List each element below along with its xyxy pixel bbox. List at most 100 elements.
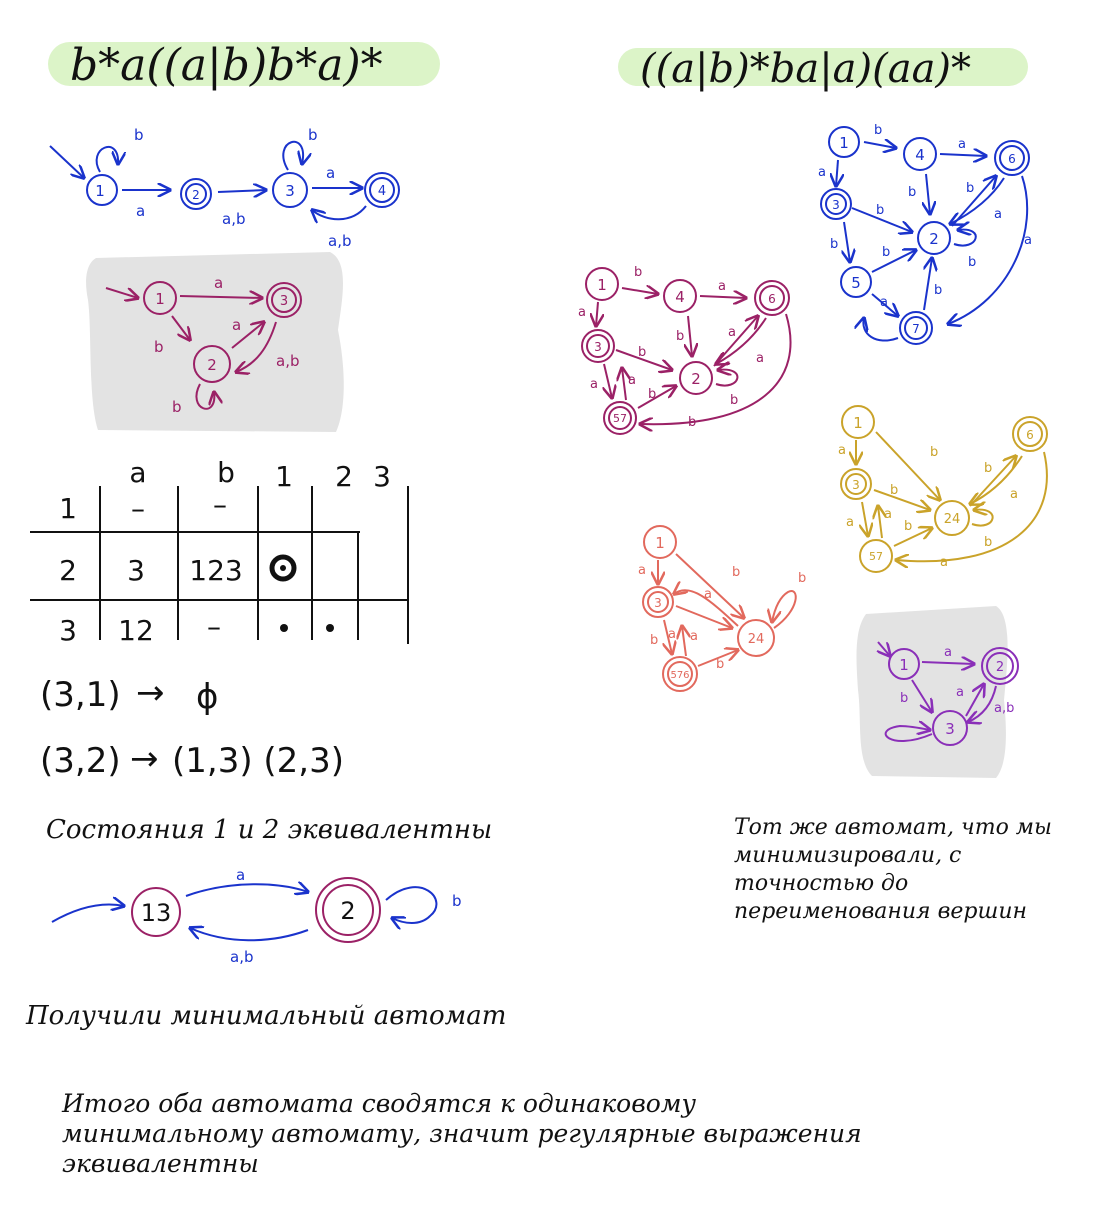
table-row-2-b: 123	[189, 554, 242, 587]
violet-edge-label: b	[900, 691, 908, 706]
table-row-3-state: 3	[59, 614, 77, 647]
left-nfa-label-2: 2	[192, 188, 200, 202]
violet-state-2-accept	[986, 652, 1014, 680]
violet-edge-label: a,b	[994, 701, 1014, 716]
gold-state-6-accept	[1017, 421, 1043, 447]
coral-edge-label: b	[650, 633, 658, 648]
pair-2: (3,2)	[40, 741, 121, 781]
blue-state-5	[840, 266, 872, 298]
min-dfa-loop-2	[385, 886, 438, 923]
blue-label-7: 7	[912, 322, 920, 336]
violet-state-3	[932, 710, 968, 746]
gold-edge-3-57	[862, 501, 868, 536]
left-nfa-edge-label-ab2: a,b	[328, 232, 351, 250]
blue-edge-label: b	[830, 237, 838, 252]
violet-state-2	[981, 647, 1019, 685]
left-nfa	[49, 140, 400, 219]
violet-edge-2-3	[968, 685, 997, 722]
blue-edge-7-5	[863, 318, 899, 342]
plum-state-2	[679, 361, 713, 395]
gold-label-1: 1	[853, 414, 863, 432]
min-dfa-start-arrow	[51, 905, 124, 923]
left-nfa-edge-label-a2: a	[326, 164, 335, 182]
gold-state-1	[841, 405, 875, 439]
coral-edge-576-24	[697, 650, 738, 667]
same-note-line: точностью до	[734, 871, 908, 896]
regex-left-highlight	[48, 42, 440, 86]
left-dfa-state-1	[143, 281, 177, 315]
plum-edge-label: a	[578, 305, 586, 320]
violet-edge-label: a	[944, 645, 952, 660]
gold-edge-label: b	[984, 461, 992, 476]
plum-edge-57-2	[637, 386, 676, 409]
equivalence-table	[30, 486, 409, 644]
blue-label-3: 3	[832, 198, 840, 212]
gold-state-6	[1012, 416, 1048, 452]
blue-edge-label: a	[994, 207, 1002, 222]
blue-edge-label: b	[874, 123, 882, 138]
plum-edge-label: b	[676, 329, 684, 344]
gold-edge-label: a	[846, 515, 854, 530]
blue-edge-label: b	[966, 181, 974, 196]
blue-edge-label: a	[880, 295, 888, 310]
same-note-line: Тот же автомат, что мы	[734, 815, 1052, 840]
gold-edge-57-24	[893, 528, 932, 547]
left-nfa-edge-label-b1: b	[134, 126, 144, 144]
blue-state-7	[899, 311, 933, 345]
gold-state-57	[859, 539, 893, 573]
coral-edge-576-3	[682, 626, 686, 657]
plum-edge-label: a	[590, 377, 598, 392]
min-dfa-state-2	[315, 877, 381, 943]
blue-state-4	[903, 137, 937, 171]
blue-edge-1-3	[836, 159, 838, 186]
blue-edge-label: a	[818, 165, 826, 180]
gold-edge-label: a	[940, 555, 948, 570]
gold-state-24	[934, 500, 970, 536]
plum-state-57-accept	[608, 406, 632, 430]
left-dfa-edge-1-3	[179, 296, 262, 298]
blue-edge-label: b	[968, 255, 976, 270]
coral-label-576: 576	[670, 670, 689, 681]
left-dfa	[105, 281, 302, 410]
coral-label-1: 1	[655, 534, 665, 552]
blue-state-2	[917, 221, 951, 255]
coral-state-3-accept	[647, 591, 669, 613]
table-mark-circled-dot	[280, 565, 286, 571]
blue-label-1: 1	[839, 134, 849, 152]
plum-label-2: 2	[691, 370, 701, 388]
table-row-3-b: –	[207, 610, 221, 643]
coral-loop-24	[772, 590, 797, 629]
table-mark-dot	[280, 624, 288, 632]
left-dfa-edge-label-ab: a,b	[276, 352, 299, 370]
table-mark-circled	[269, 554, 297, 582]
blue-edge-6-2	[950, 177, 1005, 224]
gold-label-3: 3	[852, 478, 860, 492]
plum-state-3-accept	[586, 334, 610, 358]
left-nfa-label-1: 1	[95, 182, 105, 200]
right-coral-dfa	[642, 525, 797, 692]
blue-loop-2	[953, 230, 977, 247]
coral-edge-label: a	[690, 629, 698, 644]
gold-edge-label: b	[984, 535, 992, 550]
blue-state-3	[820, 188, 852, 220]
left-nfa-state-1	[86, 174, 118, 206]
coral-label-3: 3	[654, 596, 662, 610]
violet-label-1: 1	[899, 656, 909, 674]
left-nfa-state-3	[272, 172, 308, 208]
coral-edge-3-24	[675, 605, 732, 628]
violet-label-2: 2	[996, 660, 1004, 675]
left-dfa-edge-1-2	[171, 315, 190, 340]
right-blue-nfa	[820, 126, 1030, 345]
left-dfa-edge-label-b1: b	[154, 338, 164, 356]
plum-edge-4-2	[688, 315, 692, 356]
blue-edge-7-2	[923, 258, 932, 311]
pair-1: (3,1)	[40, 675, 121, 715]
coral-state-24	[737, 619, 775, 657]
plum-edge-label: b	[730, 393, 738, 408]
gold-loop-24	[972, 510, 994, 527]
table-row-1-a: –	[131, 492, 145, 525]
coral-edge-label: a	[638, 563, 646, 578]
regex-left: b*a((a|b)b*a)*	[70, 40, 383, 91]
plum-label-1: 1	[597, 276, 607, 294]
